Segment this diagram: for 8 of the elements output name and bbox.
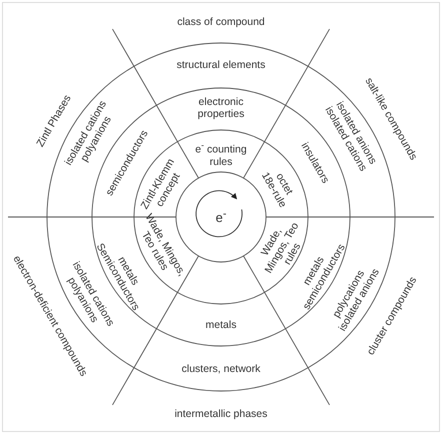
sector-label: intermetallic phases xyxy=(174,408,268,420)
sector-label: class of compound xyxy=(176,16,266,28)
sector-label: metals xyxy=(204,318,238,332)
sector-label: structural elements xyxy=(176,58,266,72)
sector-label: electronic properties xyxy=(196,96,246,120)
sector-label: e$^{-}$ counting rules xyxy=(194,140,248,168)
sector-label: e$^{-}$ xyxy=(214,208,228,226)
sector-label: clusters, network xyxy=(180,362,262,376)
